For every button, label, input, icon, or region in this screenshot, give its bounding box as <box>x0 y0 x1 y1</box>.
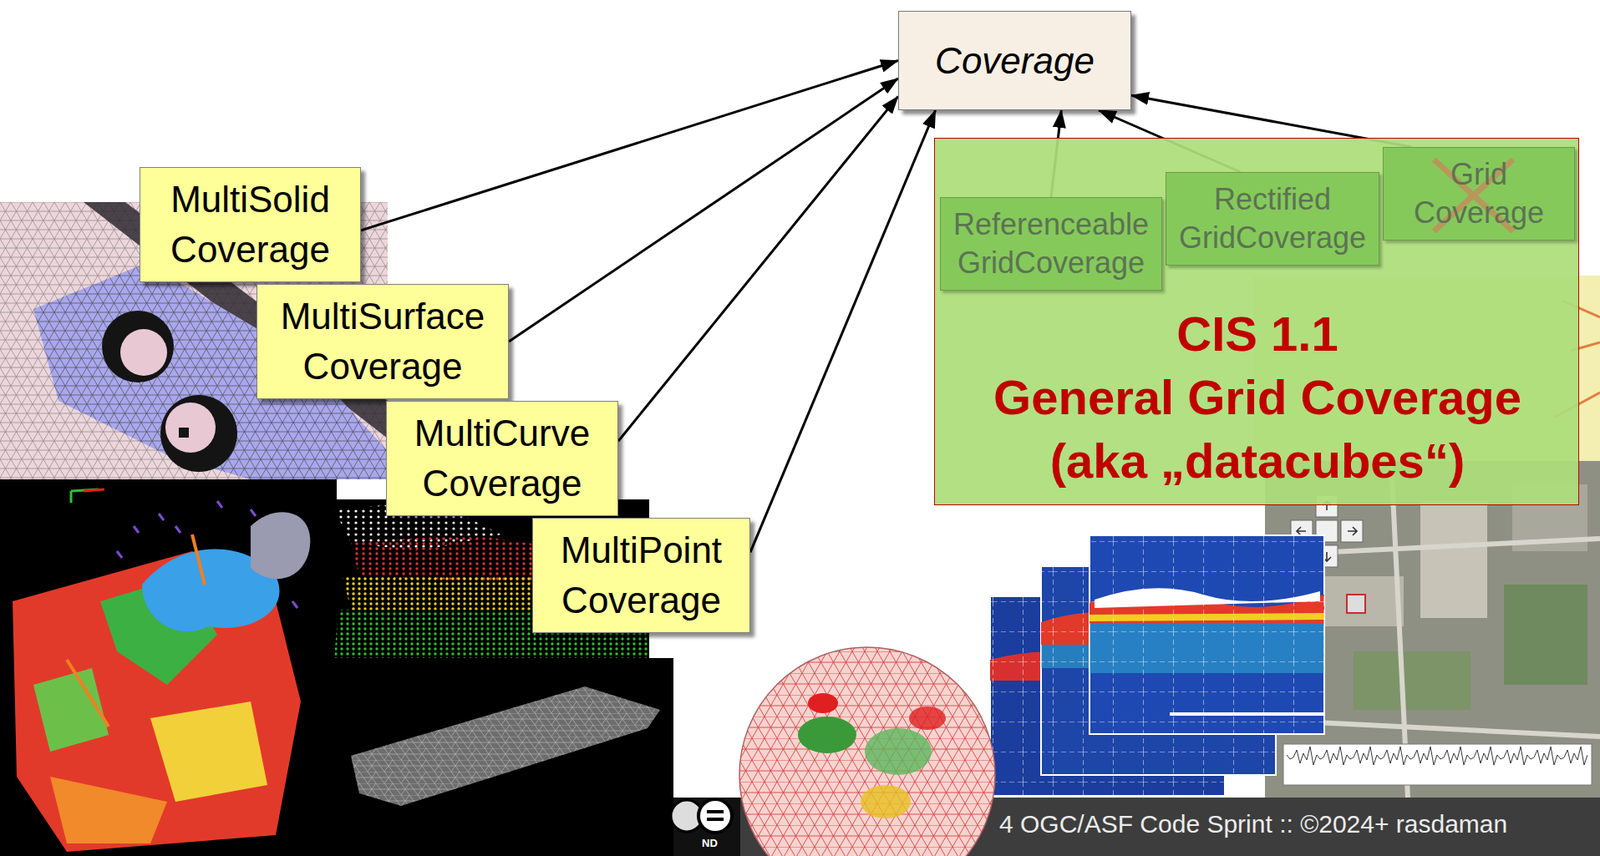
inheritance-arrow <box>508 78 899 342</box>
class-name: MultiSolid Coverage <box>152 174 349 275</box>
inheritance-arrow <box>750 110 936 553</box>
globe-grid-illustration <box>739 647 996 856</box>
globe-grid-illustration <box>864 728 932 776</box>
ship-mesh-illustration <box>350 686 661 807</box>
class-name: Rectified GridCoverage <box>1178 180 1367 258</box>
ship-mesh-illustration <box>331 658 674 856</box>
aerial-photo <box>1420 501 1488 619</box>
terrain-volume-illustration <box>250 512 310 580</box>
aerial-photo <box>1283 744 1592 786</box>
inheritance-arrow <box>618 96 899 442</box>
panel-title: CIS 1.1 <box>965 302 1550 366</box>
text-block: MultiPoint Coverage <box>533 518 750 633</box>
terrain-volume-illustration <box>116 501 298 609</box>
text-block: MultiSolid Coverage <box>140 167 361 282</box>
panel-title: General Grid Coverage (aka „datacubes“) <box>965 365 1550 493</box>
class-box: MultiSolid Coverage <box>139 167 361 283</box>
terrain-volume-illustration <box>83 489 105 492</box>
license-badge-text: ND <box>701 837 718 850</box>
aerial-photo <box>1353 651 1471 711</box>
class-name: MultiSurface Coverage <box>269 291 497 392</box>
class-name: Coverage <box>910 37 1119 85</box>
terrain-volume-illustration <box>66 534 205 727</box>
deprecated-class-box: Grid Coverage <box>1382 147 1575 241</box>
globe-grid-illustration <box>797 716 857 754</box>
mesh-part-illustration <box>160 395 238 473</box>
text-block: Grid Coverage <box>1383 148 1575 239</box>
text-block: Referenceable GridCoverage <box>940 198 1162 290</box>
footer-bar <box>698 799 732 834</box>
mesh-part-illustration <box>165 402 216 453</box>
globe-grid-illustration <box>739 647 996 856</box>
globe-grid-illustration <box>807 693 839 714</box>
text-block: Coverage <box>899 30 1131 92</box>
terrain-volume-illustration <box>50 777 168 844</box>
ship-mesh-illustration <box>350 686 661 807</box>
class-box: MultiPoint Coverage <box>532 518 751 634</box>
text-block: MultiCurve Coverage <box>386 401 618 516</box>
class-name: Referenceable GridCoverage <box>952 205 1150 283</box>
ship-mesh-illustration <box>331 658 674 856</box>
class-box: MultiSurface Coverage <box>256 284 509 400</box>
globe-grid-illustration <box>909 706 946 731</box>
globe-grid-illustration <box>739 647 996 856</box>
text-block: Rectified GridCoverage <box>1166 173 1379 265</box>
deprecated-class-box: Rectified GridCoverage <box>1165 172 1380 266</box>
class-box: MultiCurve Coverage <box>386 401 619 517</box>
class-name: Grid Coverage <box>1395 155 1563 233</box>
mesh-part-illustration <box>101 310 174 383</box>
text-block: CIS 1.1General Grid Coverage (aka „datac… <box>965 302 1550 493</box>
mesh-part-illustration <box>178 427 189 438</box>
mesh-part-illustration <box>120 329 168 376</box>
class-name: MultiPoint Coverage <box>544 525 738 626</box>
terrain-volume-illustration <box>0 479 337 856</box>
class-name: MultiCurve Coverage <box>398 408 606 509</box>
globe-grid-illustration <box>860 785 911 819</box>
sonar-echogram-stack <box>1089 535 1325 735</box>
deprecated-class-box: Referenceable GridCoverage <box>939 197 1163 291</box>
footer-text: 4 OGC/ASF Code Sprint :: ©2024+ rasdaman <box>999 810 1508 839</box>
globe-grid-illustration <box>739 647 996 856</box>
aerial-photo <box>1286 744 1588 786</box>
abstract-class-box: Coverage <box>898 10 1132 111</box>
aerial-photo <box>1503 584 1588 686</box>
inheritance-arrow <box>360 60 899 231</box>
footer-bar <box>706 817 724 822</box>
terrain-volume-illustration <box>0 479 337 856</box>
globe-grid-illustration <box>739 647 996 856</box>
sonar-echogram-stack <box>990 535 1325 797</box>
text-block: MultiSurface Coverage <box>257 284 508 399</box>
sonar-echogram-stack <box>1089 535 1325 735</box>
grid-coverage-panel: Grid Coverage Rectified GridCoverage Refer… <box>934 137 1580 506</box>
footer-bar <box>706 810 724 814</box>
terrain-volume-illustration <box>150 701 268 803</box>
aerial-photo <box>1346 594 1366 614</box>
